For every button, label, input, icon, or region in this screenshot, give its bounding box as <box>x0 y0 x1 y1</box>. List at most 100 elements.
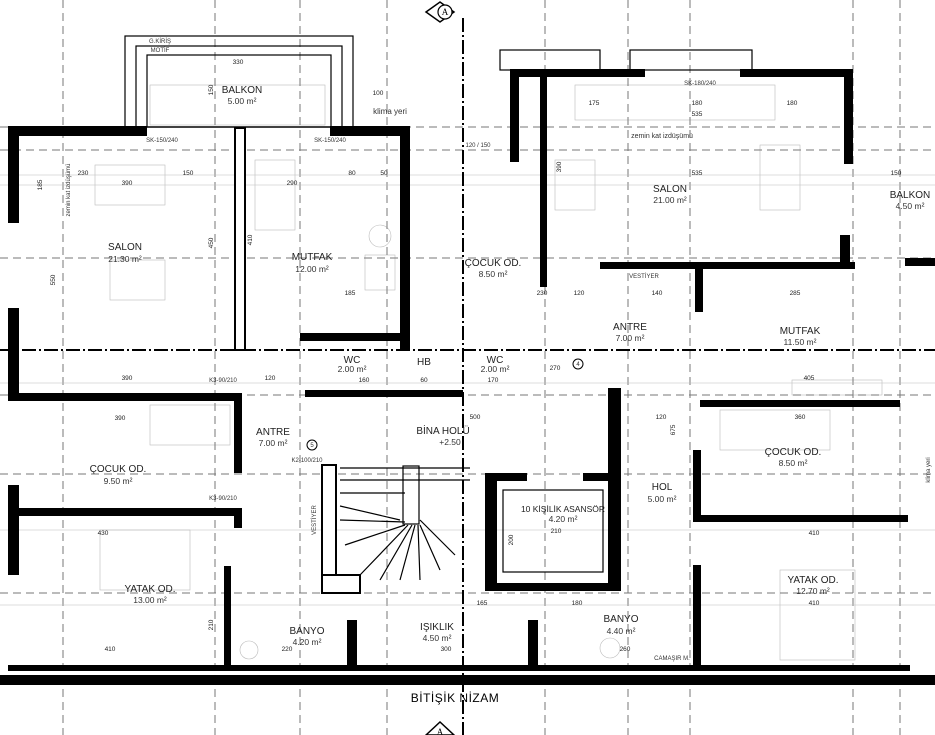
dimension: 410 <box>809 530 820 537</box>
room-name: YATAK OD. <box>124 584 175 595</box>
note: VESTİYER <box>311 505 318 535</box>
room-area: 11.50 m² <box>784 337 817 347</box>
dimension: 230 <box>78 170 89 177</box>
room-name: YATAK OD. <box>787 575 838 586</box>
room-area: 8.50 m² <box>779 458 808 468</box>
room-area: 21.30 m² <box>108 254 142 264</box>
room-name: ANTRE <box>613 322 647 333</box>
room-area: 4.40 m² <box>607 626 636 636</box>
room-name: MUTFAK <box>292 252 333 263</box>
room-name: SALON <box>108 242 142 253</box>
room-name: WC <box>344 355 361 366</box>
dimension: 100 <box>373 90 384 97</box>
dimension: 210 <box>551 528 562 535</box>
room-name: 10 KİŞİLİK ASANSÖR <box>521 504 605 514</box>
room-area: 4.20 m² <box>293 637 322 647</box>
room-area: 8.50 m² <box>479 269 508 279</box>
note: 120 / 150 <box>465 143 491 149</box>
grid-marker-label: 4 <box>576 362 580 368</box>
dimension: 150 <box>208 84 215 95</box>
dimension: 500 <box>470 414 481 421</box>
dimension: 410 <box>105 646 116 653</box>
axis-label: A <box>437 727 444 735</box>
room-name: ÇOCUK OD. <box>765 447 822 458</box>
room-name: WC <box>487 355 504 366</box>
dimension: 535 <box>692 170 703 177</box>
room-name: MUTFAK <box>780 326 821 337</box>
axis-marker-top: A <box>424 1 456 23</box>
room-area: 5.00 m² <box>648 494 677 504</box>
note: VESTİYER <box>629 273 659 280</box>
dimension: 80 <box>348 170 356 177</box>
room-area: 4.50 m² <box>423 633 452 643</box>
note: K3-90/210 <box>209 496 237 502</box>
note: MOTİF <box>151 47 170 54</box>
annotations: G.KİRİŞ MOTİF SK-150/240 SK-150/240 klim… <box>66 38 932 662</box>
dimension: 270 <box>550 365 561 372</box>
dimension: 390 <box>556 161 563 172</box>
room-area: 5.00 m² <box>228 96 257 106</box>
dimension: 410 <box>247 234 254 245</box>
dimension: 550 <box>50 274 57 285</box>
note: SK-180/240 <box>684 81 716 87</box>
dimension: 430 <box>98 530 109 537</box>
room-name: BİNA HOLÜ <box>416 424 469 437</box>
room-name: ÇOCUK OD. <box>465 258 522 269</box>
room-name: HOL <box>652 482 673 493</box>
dimension: 410 <box>809 600 820 607</box>
room-area: +2.50 <box>439 437 461 447</box>
dimension: 405 <box>804 375 815 382</box>
note: G.KİRİŞ <box>149 38 171 45</box>
dimension: 450 <box>208 237 215 248</box>
room-name: IŞIKLIK <box>420 622 454 633</box>
dimension: 535 <box>692 111 703 118</box>
room-area: 2.00 m² <box>481 364 510 374</box>
grid-marker-4: 4 <box>572 358 584 370</box>
room-name: SALON <box>653 184 687 195</box>
dimension-labels: 330 150 100 230 390 150 290 80 50 185 45… <box>37 59 902 653</box>
dimension: 360 <box>795 414 806 421</box>
room-area: 4.50 m² <box>896 201 925 211</box>
dimension: 230 <box>537 290 548 297</box>
note: zemin kat izdüşümü <box>66 163 72 216</box>
dimension: 185 <box>37 179 44 190</box>
axis-label: A <box>442 7 449 17</box>
dimension: 120 <box>265 375 276 382</box>
room-name: BANYO <box>603 614 638 625</box>
dimension: 185 <box>345 290 356 297</box>
dimension: 120 <box>574 290 585 297</box>
room-area: 21.00 m² <box>653 195 687 205</box>
dimension: 180 <box>572 600 583 607</box>
dimension: 300 <box>441 646 452 653</box>
room-area: 13.00 m² <box>133 595 167 605</box>
note: klima yeri <box>926 457 932 482</box>
dimension: 180 <box>692 100 703 107</box>
dimension: 200 <box>508 534 515 545</box>
axis-marker-bottom: A <box>424 720 456 735</box>
dimension: 390 <box>122 180 133 187</box>
dimension: 675 <box>670 424 677 435</box>
note: K3-90/210 <box>209 378 237 384</box>
room-name: BALKON <box>890 190 931 201</box>
grid-marker-label: 5 <box>310 443 314 449</box>
note: SK-150/240 <box>146 138 178 144</box>
dimension: 210 <box>208 619 215 630</box>
dimension: 170 <box>488 377 499 384</box>
room-area: 7.00 m² <box>616 333 645 343</box>
room-area: 2.00 m² <box>338 364 367 374</box>
room-name: BALKON <box>222 85 263 96</box>
dimension: 165 <box>477 600 488 607</box>
note: SK-150/240 <box>314 138 346 144</box>
dimension: 260 <box>620 646 631 653</box>
note: zemin kat izdüşümü <box>631 133 693 140</box>
room-area: 4.20 m² <box>549 514 578 524</box>
dimension: 290 <box>287 180 298 187</box>
furniture-layer <box>94 84 883 661</box>
dimension: 160 <box>359 377 370 384</box>
dimension: 285 <box>790 290 801 297</box>
note: CAMAŞIR M. <box>654 656 690 662</box>
dimension: 180 <box>787 100 798 107</box>
room-area: 12.70 m² <box>796 586 830 596</box>
dimension: 120 <box>656 414 667 421</box>
